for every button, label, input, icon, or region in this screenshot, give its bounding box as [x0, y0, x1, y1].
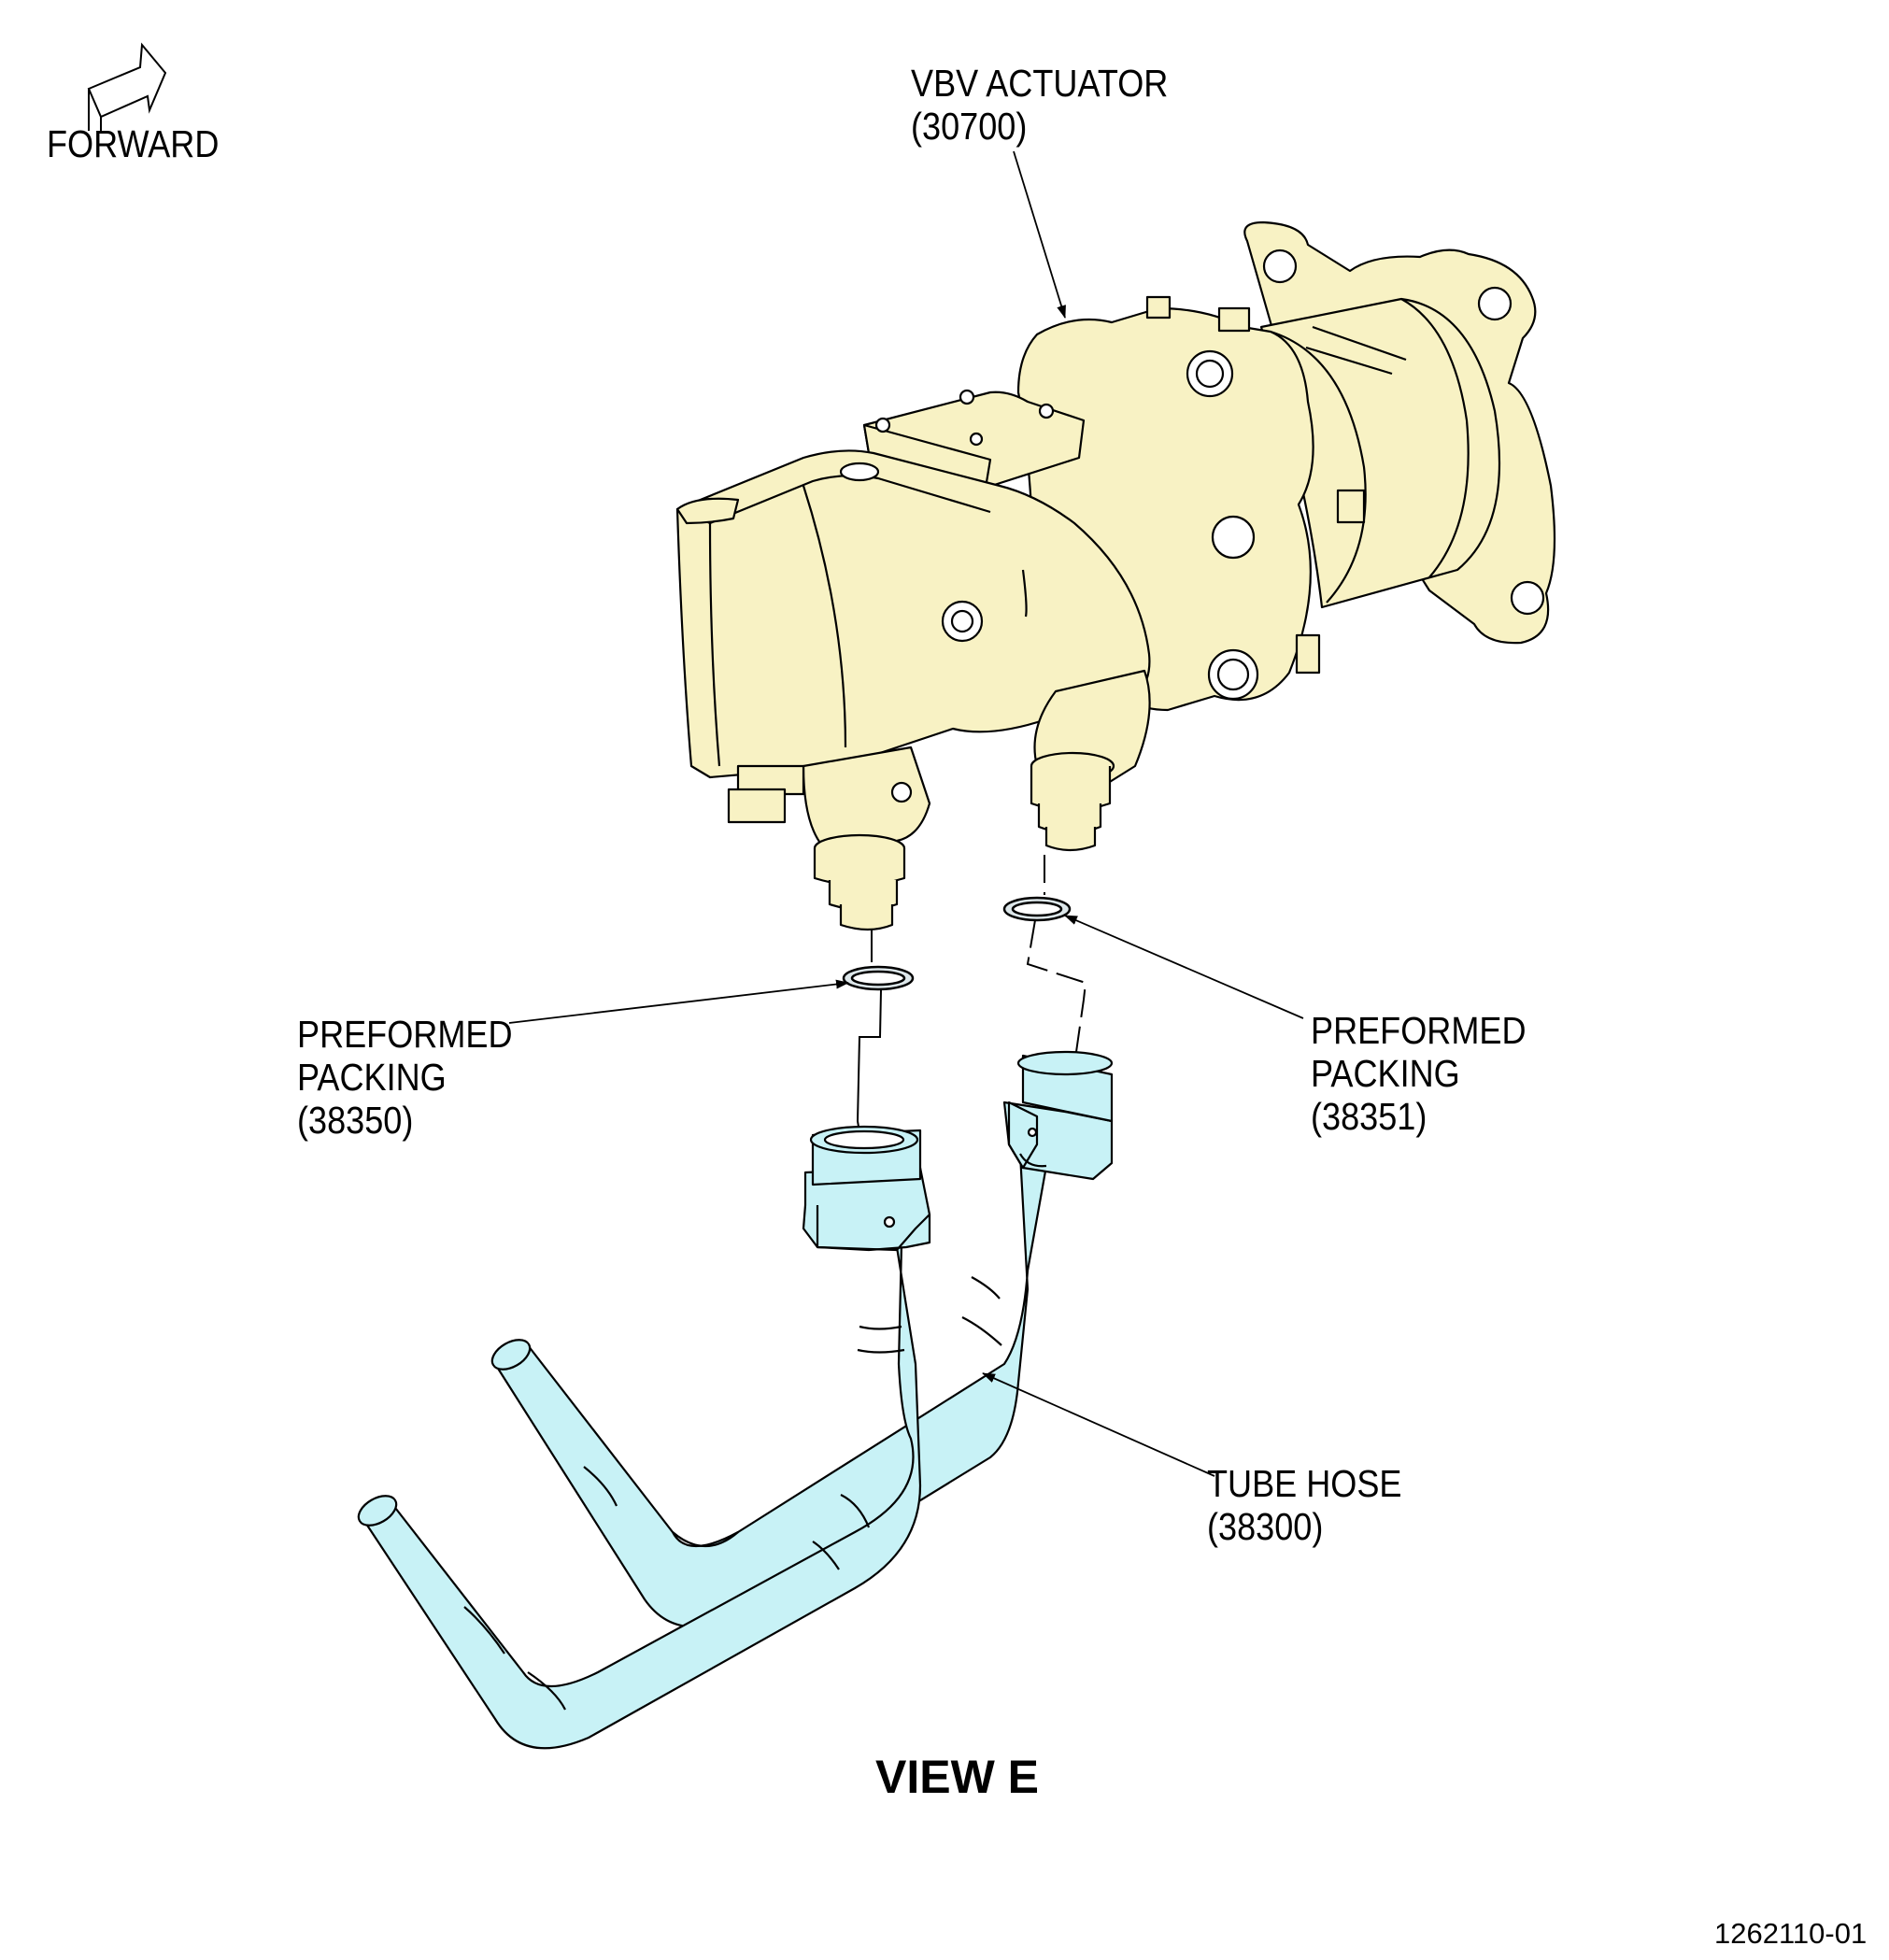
packing-38350-label: PREFORMED PACKING (38350) — [297, 1013, 513, 1142]
flange-bolt-hole — [1510, 580, 1545, 616]
tube-hose-right-branch — [493, 1152, 1048, 1628]
vbv-actuator-label: VBV ACTUATOR (30700) — [911, 62, 1168, 148]
packing-38350-code: (38350) — [297, 1099, 414, 1142]
forward-text: FORWARD — [47, 122, 220, 165]
alignment-lines — [856, 855, 1087, 1133]
packing-38350-ring — [842, 965, 915, 991]
vbv-actuator-code: (30700) — [911, 105, 1028, 148]
tube-hose-label: TUBE HOSE (38300) — [1207, 1462, 1402, 1548]
tube-hose-drawing — [357, 1050, 1114, 1750]
tube-hose-name: TUBE HOSE — [1207, 1462, 1402, 1505]
leader-packing-38351 — [1064, 915, 1304, 1019]
vbv-actuator-drawing — [675, 220, 1556, 931]
figure-number: 1262110-01 — [1714, 1917, 1868, 1950]
leader-tube-hose — [982, 1372, 1215, 1477]
packing-38351-code: (38351) — [1311, 1095, 1427, 1138]
leader-vbv-actuator — [1013, 150, 1066, 319]
packing-38351-label: PREFORMED PACKING (38351) — [1311, 1009, 1527, 1138]
vbv-actuator-name: VBV ACTUATOR — [911, 62, 1169, 105]
packing-38350-line1: PREFORMED — [297, 1013, 513, 1056]
leader-lines — [508, 150, 1304, 1477]
packing-38351-ring — [1002, 896, 1072, 922]
flange-bolt-hole — [1477, 286, 1513, 321]
tube-hose-left-branch — [361, 1241, 922, 1750]
packing-38350-line2: PACKING — [297, 1056, 447, 1099]
packing-38351-line2: PACKING — [1311, 1052, 1460, 1095]
tube-hose-code: (38300) — [1207, 1505, 1324, 1548]
forward-label: FORWARD — [47, 122, 219, 165]
leader-packing-38350 — [508, 979, 849, 1024]
forward-arrow-icon — [87, 42, 167, 131]
view-title: VIEW E — [875, 1751, 1040, 1803]
packing-38351-line1: PREFORMED — [1311, 1009, 1527, 1052]
flange-bolt-hole — [1262, 249, 1298, 284]
